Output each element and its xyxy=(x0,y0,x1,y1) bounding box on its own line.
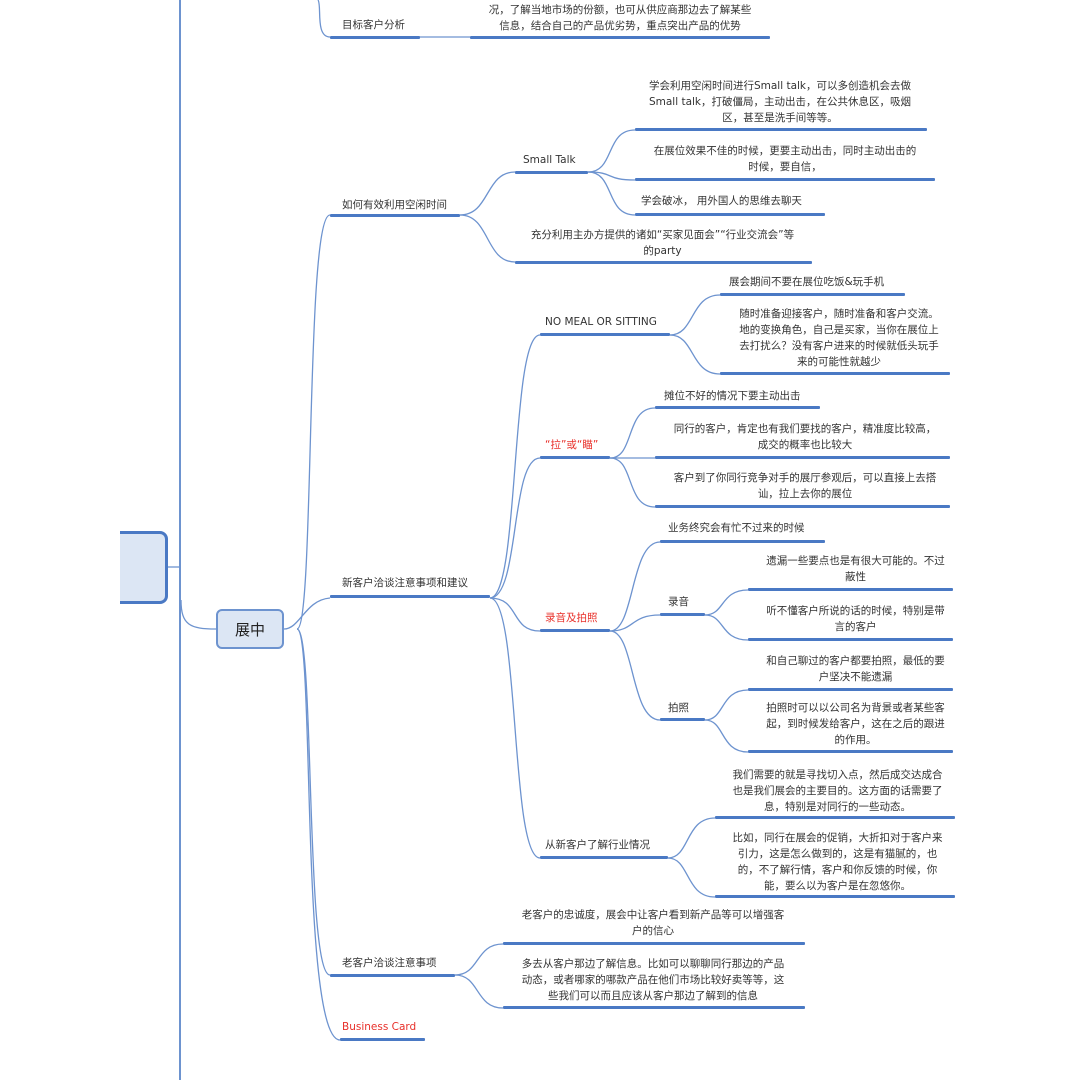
node-record-2-underline xyxy=(748,638,953,641)
node-no-meal-2-underline xyxy=(720,372,950,375)
node-pull[interactable]: “拉”或“瞄” xyxy=(545,439,599,451)
node-pull-2-underline xyxy=(655,456,950,459)
node-old-customer-1-underline xyxy=(503,942,805,945)
node-target-customer-underline xyxy=(330,36,420,39)
node-record[interactable]: 录音 xyxy=(668,596,689,608)
node-old-customer-1[interactable]: 老客户的忠诚度，展会中让客户看到新产品等可以增强客 户的信心 xyxy=(521,909,785,937)
root-node[interactable] xyxy=(120,531,168,604)
node-industry-2-underline xyxy=(715,895,955,898)
node-record-photo-underline xyxy=(540,629,610,632)
node-record-photo-1[interactable]: 业务终究会有忙不过来的时候 xyxy=(668,522,805,534)
node-pull-2[interactable]: 同行的客户，肯定也有我们要找的客户，精准度比较高， 成交的概率也比较大 xyxy=(673,423,937,451)
node-no-meal-1-underline xyxy=(720,293,905,296)
node-target-note-underline xyxy=(470,36,770,39)
node-record-underline xyxy=(660,613,705,616)
node-record-photo[interactable]: 录音及拍照 xyxy=(545,612,598,624)
root-connector-line xyxy=(179,0,181,1080)
node-small-talk-1-underline xyxy=(635,128,927,131)
node-photo-2[interactable]: 拍照时可以以公司名为背景或者某些客 起，到时候发给客户，这在之后的跟进 的作用。 xyxy=(766,702,945,746)
node-old-customer-2[interactable]: 多去从客户那边了解信息。比如可以聊聊同行那边的产品 动态，或者哪家的哪款产品在他… xyxy=(521,958,785,1002)
node-pull-1[interactable]: 摊位不好的情况下要主动出击 xyxy=(664,390,801,402)
node-old-customer[interactable]: 老客户洽谈注意事项 xyxy=(342,957,437,969)
node-no-meal-underline xyxy=(540,333,670,336)
node-no-meal-2[interactable]: 随时准备迎接客户，随时准备和客户交流。 地的变换角色，自己是买家，当你在展位上 … xyxy=(739,308,939,368)
node-business-card[interactable]: Business Card xyxy=(342,1021,417,1033)
node-photo-underline xyxy=(660,718,705,721)
node-pull-3-underline xyxy=(655,505,950,508)
node-old-customer-2-underline xyxy=(503,1006,805,1009)
node-industry-2[interactable]: 比如，同行在展会的促销，大折扣对于客户来 引力，这是怎么做到的，这是有猫腻的，也… xyxy=(732,832,943,892)
node-pull-3[interactable]: 客户到了你同行竞争对手的展厅参观后，可以直接上去搭 讪，拉上去你的展位 xyxy=(673,472,937,500)
node-record-photo-1-underline xyxy=(660,540,825,543)
node-small-talk-underline xyxy=(515,171,588,174)
node-pull-underline xyxy=(540,456,610,459)
node-photo-2-underline xyxy=(748,750,953,753)
node-industry[interactable]: 从新客户了解行业情况 xyxy=(545,839,650,851)
node-small-talk-2-underline xyxy=(635,178,935,181)
node-target-customer[interactable]: 目标客户分析 xyxy=(342,19,405,31)
node-photo-1[interactable]: 和自己聊过的客户都要拍照，最低的要 户坚决不能遗漏 xyxy=(766,655,945,683)
node-record-2[interactable]: 听不懂客户所说的话的时候，特别是带 言的客户 xyxy=(766,605,945,633)
node-no-meal[interactable]: NO MEAL OR SITTING xyxy=(545,316,657,328)
node-old-customer-underline xyxy=(330,974,455,977)
node-industry-1-underline xyxy=(715,816,955,819)
node-small-talk-2[interactable]: 在展位效果不佳的时候，更要主动出击，同时主动出击的 时候，要自信， xyxy=(653,145,917,173)
node-party[interactable]: 充分利用主办方提供的诸如“买家见面会”“行业交流会”等 的party xyxy=(530,229,795,257)
node-spare-time-underline xyxy=(330,214,460,217)
node-small-talk[interactable]: Small Talk xyxy=(523,154,576,166)
node-photo[interactable]: 拍照 xyxy=(668,702,689,714)
node-record-1-underline xyxy=(748,588,953,591)
node-pull-1-underline xyxy=(655,406,820,409)
node-record-1[interactable]: 遗漏一些要点也是有很大可能的。不过 蔽性 xyxy=(766,555,945,583)
node-target-note[interactable]: 况，了解当地市场的份额，也可从供应商那边去了解某些 信息，结合自己的产品优劣势，… xyxy=(488,4,752,32)
main-node-zhanzhong[interactable]: 展中 xyxy=(216,609,284,649)
node-spare-time[interactable]: 如何有效利用空闲时间 xyxy=(342,199,447,211)
node-industry-underline xyxy=(540,856,668,859)
node-industry-1[interactable]: 我们需要的就是寻找切入点，然后成交达成合 也是我们展会的主要目的。这方面的话需要… xyxy=(732,769,943,813)
node-business-card-underline xyxy=(340,1038,425,1041)
node-new-customer-underline xyxy=(330,595,490,598)
node-new-customer[interactable]: 新客户洽谈注意事项和建议 xyxy=(342,577,468,589)
node-no-meal-1[interactable]: 展会期间不要在展位吃饭&玩手机 xyxy=(729,276,885,288)
node-small-talk-1[interactable]: 学会利用空闲时间进行Small talk，可以多创造机会去做 Small tal… xyxy=(648,80,912,124)
node-photo-1-underline xyxy=(748,688,953,691)
node-party-underline xyxy=(515,261,812,264)
node-small-talk-3[interactable]: 学会破冰， 用外国人的思维去聊天 xyxy=(641,195,802,207)
node-small-talk-3-underline xyxy=(635,213,825,216)
